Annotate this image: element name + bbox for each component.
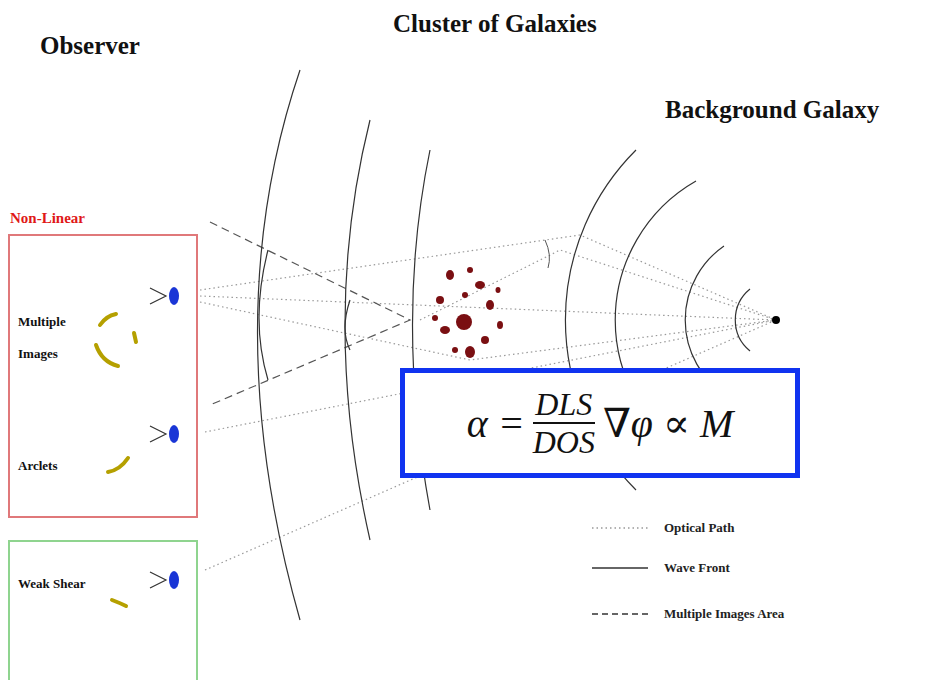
image-type-label: Arclets: [18, 458, 57, 474]
fraction-numerator: DLS: [535, 386, 592, 422]
wave-fronts: [258, 70, 751, 620]
legend-row: Optical Path: [590, 518, 734, 538]
lensed-images: [96, 314, 136, 606]
image-type-label: Multiple Images: [18, 306, 80, 370]
formula-lhs: α =: [467, 400, 525, 447]
legend-text: Optical Path: [664, 520, 734, 536]
region-heading: Non-Linear: [10, 210, 85, 227]
deflection-angle: [545, 240, 549, 268]
fraction: DLSDOS: [533, 386, 595, 460]
galaxy-cluster: [432, 267, 503, 358]
non-linear-box: Non-LinearMultiple ImagesArclets: [8, 234, 198, 518]
legend-sample: [590, 604, 650, 624]
fraction-bar: [533, 422, 595, 424]
formula-rhs: ∇φ ∝ M: [603, 400, 733, 447]
optical-paths: [200, 235, 776, 570]
formula-box: α =DLSDOS∇φ ∝ M: [400, 368, 800, 478]
cluster-heading: Cluster of Galaxies: [393, 10, 597, 38]
legend-text: Wave Front: [664, 560, 730, 576]
legend-sample: [590, 518, 650, 538]
legend-row: Multiple Images Area: [590, 604, 784, 624]
formula: α =DLSDOS∇φ ∝ M: [467, 386, 734, 460]
legend-text: Multiple Images Area: [664, 606, 784, 622]
multiple-images-area: [210, 222, 410, 405]
legend-row: Wave Front: [590, 558, 730, 578]
observer-eyes: [150, 287, 179, 589]
background-galaxy-dot: [772, 316, 780, 324]
fraction-denominator: DOS: [533, 424, 595, 460]
weak-box: Weak Shear: [8, 540, 198, 680]
background-heading: Background Galaxy: [665, 96, 879, 124]
image-type-label: Weak Shear: [18, 576, 86, 592]
legend-sample: [590, 558, 650, 578]
observer-heading: Observer: [40, 32, 140, 60]
